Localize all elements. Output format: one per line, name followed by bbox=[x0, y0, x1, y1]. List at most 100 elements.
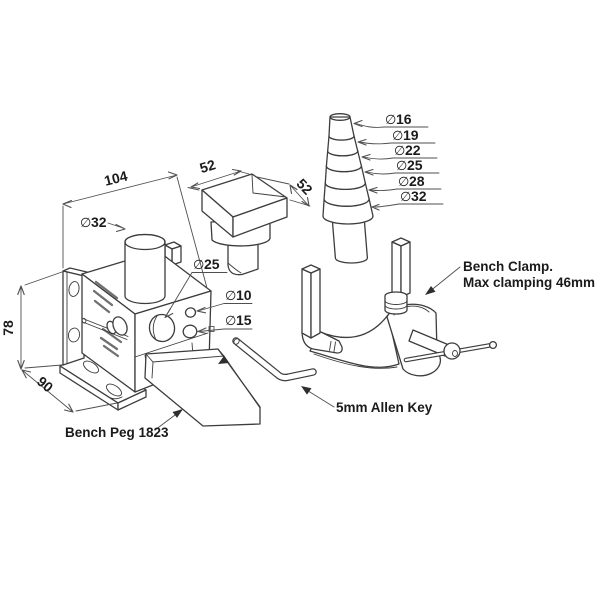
bench-clamp bbox=[301, 237, 498, 377]
callout-post-dia32: ∅ 32 bbox=[80, 214, 126, 233]
arrowhead-icon bbox=[301, 196, 310, 207]
bore-symbol: ∅ bbox=[193, 257, 204, 272]
callout-hole-dia15: ∅ 15 bbox=[197, 312, 253, 335]
arrowhead-icon bbox=[361, 153, 371, 161]
dia16-symbol: ∅ bbox=[385, 112, 396, 127]
dim-104-text: 104 bbox=[103, 168, 130, 189]
bore-hole-25 bbox=[148, 313, 176, 343]
hole-10 bbox=[184, 307, 197, 318]
allen-key-label: 5mm Allen Key bbox=[336, 400, 433, 415]
arrowhead-icon bbox=[231, 168, 242, 176]
knurled-collar bbox=[384, 291, 408, 315]
flange-slot bbox=[68, 281, 80, 297]
callout-dia28: ∅ 28 bbox=[368, 173, 442, 194]
square-anvil-insert bbox=[201, 173, 288, 276]
hex-end bbox=[233, 338, 240, 345]
clamp-saddle bbox=[309, 314, 400, 368]
post-dia-symbol: ∅ bbox=[80, 215, 91, 230]
dim-78-text: 78 bbox=[0, 320, 16, 336]
bore-value: 25 bbox=[204, 256, 220, 272]
dia32-symbol: ∅ bbox=[400, 189, 411, 204]
bench-peg-label: Bench Peg 1823 bbox=[65, 425, 169, 440]
hole15-symbol: ∅ bbox=[225, 313, 236, 328]
peg-slot bbox=[134, 332, 209, 358]
annotation-bench-clamp: Bench Clamp. Max clamping 46mm bbox=[425, 259, 595, 295]
mandrel-shank bbox=[331, 215, 369, 264]
callout-bore-dia25: ∅ 25 bbox=[164, 256, 228, 319]
post-top-rim bbox=[124, 233, 166, 251]
leader-arrowhead bbox=[172, 409, 183, 418]
leader-arrowhead bbox=[301, 386, 312, 395]
arrowhead-icon bbox=[368, 186, 378, 194]
mandrel-top-rim bbox=[329, 113, 351, 121]
arrowhead-icon bbox=[364, 168, 374, 176]
tommy-bar bbox=[403, 340, 498, 363]
callout-dia32: ∅ 32 bbox=[371, 188, 444, 211]
dim-anvil-width-52: 52 bbox=[187, 156, 250, 191]
hole10-value: 10 bbox=[236, 287, 252, 303]
arrowhead-icon bbox=[63, 403, 74, 413]
dim-body-height-78: 78 bbox=[0, 271, 63, 370]
clamp-right-post bbox=[391, 237, 411, 298]
dia19-symbol: ∅ bbox=[392, 128, 403, 143]
dim-anvil-52b-text: 52 bbox=[293, 175, 315, 197]
dia28-symbol: ∅ bbox=[398, 174, 409, 189]
arrowhead-icon bbox=[62, 199, 73, 209]
screw-ball bbox=[443, 342, 461, 360]
arrowhead-icon bbox=[371, 203, 380, 211]
arrowhead-icon bbox=[357, 138, 367, 146]
anvil-tang bbox=[227, 238, 259, 276]
leader-arrowhead bbox=[425, 286, 436, 295]
dim-body-width-104: 104 bbox=[62, 168, 208, 289]
dia16-value: 16 bbox=[396, 111, 412, 127]
callout-dia25: ∅ 25 bbox=[364, 157, 440, 176]
bench-clamp-label-line2: Max clamping 46mm bbox=[463, 275, 595, 290]
annotation-bench-peg: Bench Peg 1823 bbox=[65, 409, 183, 440]
dia25-symbol: ∅ bbox=[396, 158, 407, 173]
callout-dia16: ∅ 16 bbox=[353, 111, 429, 128]
dia28-value: 28 bbox=[409, 173, 425, 189]
hole-15 bbox=[182, 324, 198, 339]
arrowhead-icon bbox=[190, 182, 201, 190]
callout-dia19: ∅ 19 bbox=[357, 127, 436, 146]
arrowhead-icon bbox=[115, 223, 126, 233]
callout-hole-dia10: ∅ 10 bbox=[196, 287, 253, 314]
arrowhead-icon bbox=[196, 306, 207, 314]
dia25-value: 25 bbox=[407, 157, 423, 173]
allen-key bbox=[232, 337, 317, 382]
dia22-value: 22 bbox=[405, 142, 421, 158]
dia32-value: 32 bbox=[411, 188, 427, 204]
mandrel-callouts: ∅ 16 ∅ 19 ∅ 22 ∅ 25 ∅ bbox=[353, 111, 444, 211]
base-slot bbox=[106, 383, 122, 397]
arrowhead-icon bbox=[289, 184, 298, 195]
stepped-mandrel bbox=[322, 113, 374, 264]
bench-peg-wedge bbox=[144, 348, 261, 427]
arrowhead-icon bbox=[17, 285, 25, 296]
hole15-value: 15 bbox=[236, 312, 252, 328]
arrowhead-icon bbox=[353, 119, 363, 128]
base-slot bbox=[83, 360, 99, 374]
dim-90-text: 90 bbox=[34, 373, 56, 395]
hole10-symbol: ∅ bbox=[225, 288, 236, 303]
dia22-symbol: ∅ bbox=[394, 143, 405, 158]
post-cylinder bbox=[124, 233, 166, 305]
arrowhead-icon bbox=[21, 369, 32, 379]
dim-anvil-52-text: 52 bbox=[198, 156, 218, 176]
thumb-screw bbox=[81, 316, 129, 340]
leader-square bbox=[208, 326, 215, 332]
arrowhead-icon bbox=[167, 171, 178, 180]
arrowhead-icon bbox=[164, 307, 174, 319]
screw-knob bbox=[112, 316, 128, 336]
callout-dia22: ∅ 22 bbox=[361, 142, 438, 161]
wedge-mark bbox=[218, 356, 229, 364]
annotation-allen-key: 5mm Allen Key bbox=[301, 386, 433, 415]
dia19-value: 19 bbox=[403, 127, 419, 143]
flange-slot bbox=[67, 327, 81, 343]
tommy-bar-end bbox=[488, 340, 498, 350]
arrowhead-icon bbox=[17, 359, 25, 370]
clamp-left-jaw bbox=[301, 264, 343, 354]
bench-clamp-label-line1: Bench Clamp. bbox=[463, 259, 553, 274]
arrowhead-icon bbox=[197, 327, 208, 335]
